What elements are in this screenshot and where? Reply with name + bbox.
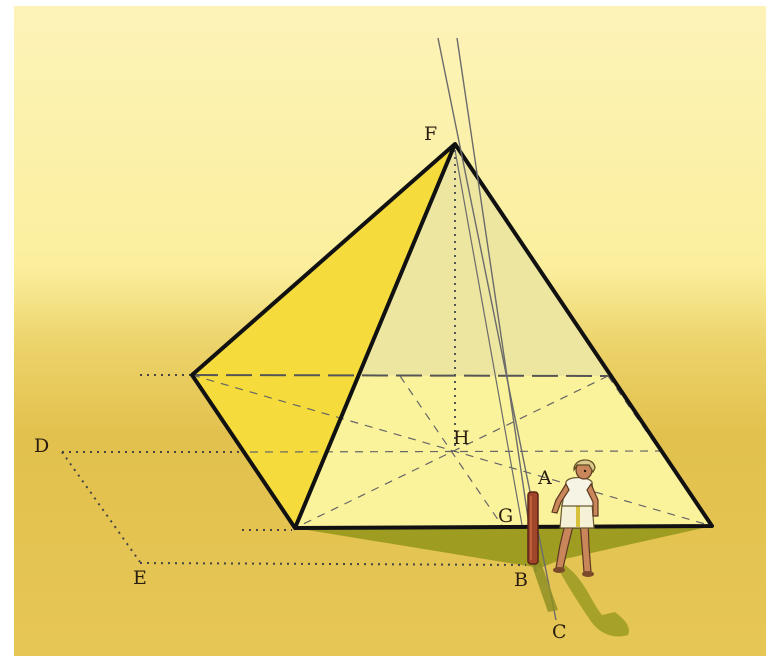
pyramid-left-face [192, 144, 455, 528]
label-H: H [453, 427, 470, 449]
label-C: C [552, 621, 567, 643]
label-F: F [424, 123, 437, 145]
egyptian-man-icon [551, 459, 599, 577]
label-D: D [34, 435, 49, 457]
label-A: A [537, 467, 552, 489]
pyramid-front-face [295, 144, 712, 528]
stick-shadow [530, 560, 558, 612]
dotted-E-line [139, 562, 527, 566]
ray-to-G [454, 149, 523, 526]
label-E: E [133, 567, 147, 589]
hidden-base-back-edge [191, 374, 609, 377]
pyramid-left-face-outline [190, 142, 457, 530]
pyramid-front-outline [294, 142, 714, 530]
sun-ray-2 [456, 37, 537, 573]
hidden-diagonal-1 [191, 374, 713, 527]
man-shadow [560, 565, 629, 637]
gnomon-stick-icon [527, 491, 539, 565]
pyramid-shadow [295, 526, 712, 568]
dotted-DE-line [61, 451, 141, 563]
hidden-diagonal-2 [294, 375, 609, 529]
label-B: B [514, 569, 528, 591]
hidden-median-2 [399, 375, 504, 528]
label-G: G [498, 505, 513, 527]
